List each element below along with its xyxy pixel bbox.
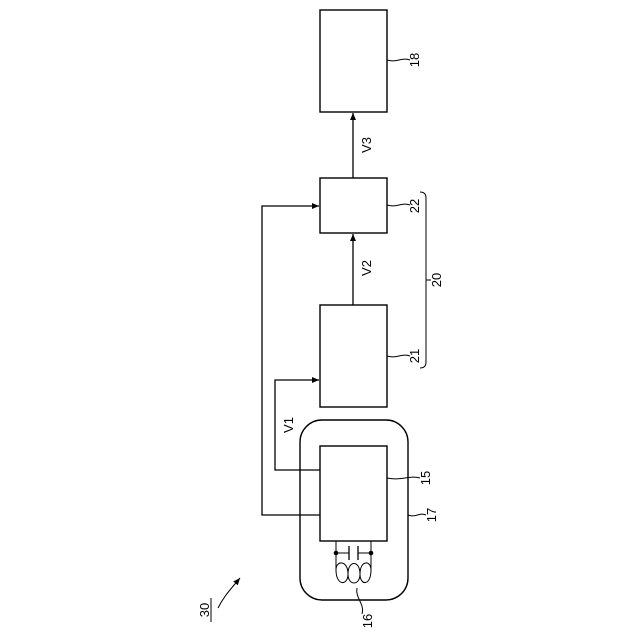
block-21 xyxy=(320,305,387,407)
group-20-bracket xyxy=(420,192,426,368)
label-18: 18 xyxy=(407,53,422,67)
label-20: 20 xyxy=(429,273,444,287)
label-v1: V1 xyxy=(281,417,296,433)
label-v3: V3 xyxy=(359,137,374,153)
block-18 xyxy=(320,10,387,112)
leader-30 xyxy=(218,578,240,608)
label-30: 30 xyxy=(197,603,212,617)
label-15: 15 xyxy=(418,471,433,485)
label-16: 16 xyxy=(360,614,375,628)
label-v2: V2 xyxy=(359,260,374,276)
label-30-group: 30 xyxy=(197,598,212,622)
label-17: 17 xyxy=(424,508,439,522)
block-15 xyxy=(320,446,387,541)
label-21: 21 xyxy=(407,349,422,363)
block-22 xyxy=(320,178,387,233)
label-22: 22 xyxy=(407,199,422,213)
